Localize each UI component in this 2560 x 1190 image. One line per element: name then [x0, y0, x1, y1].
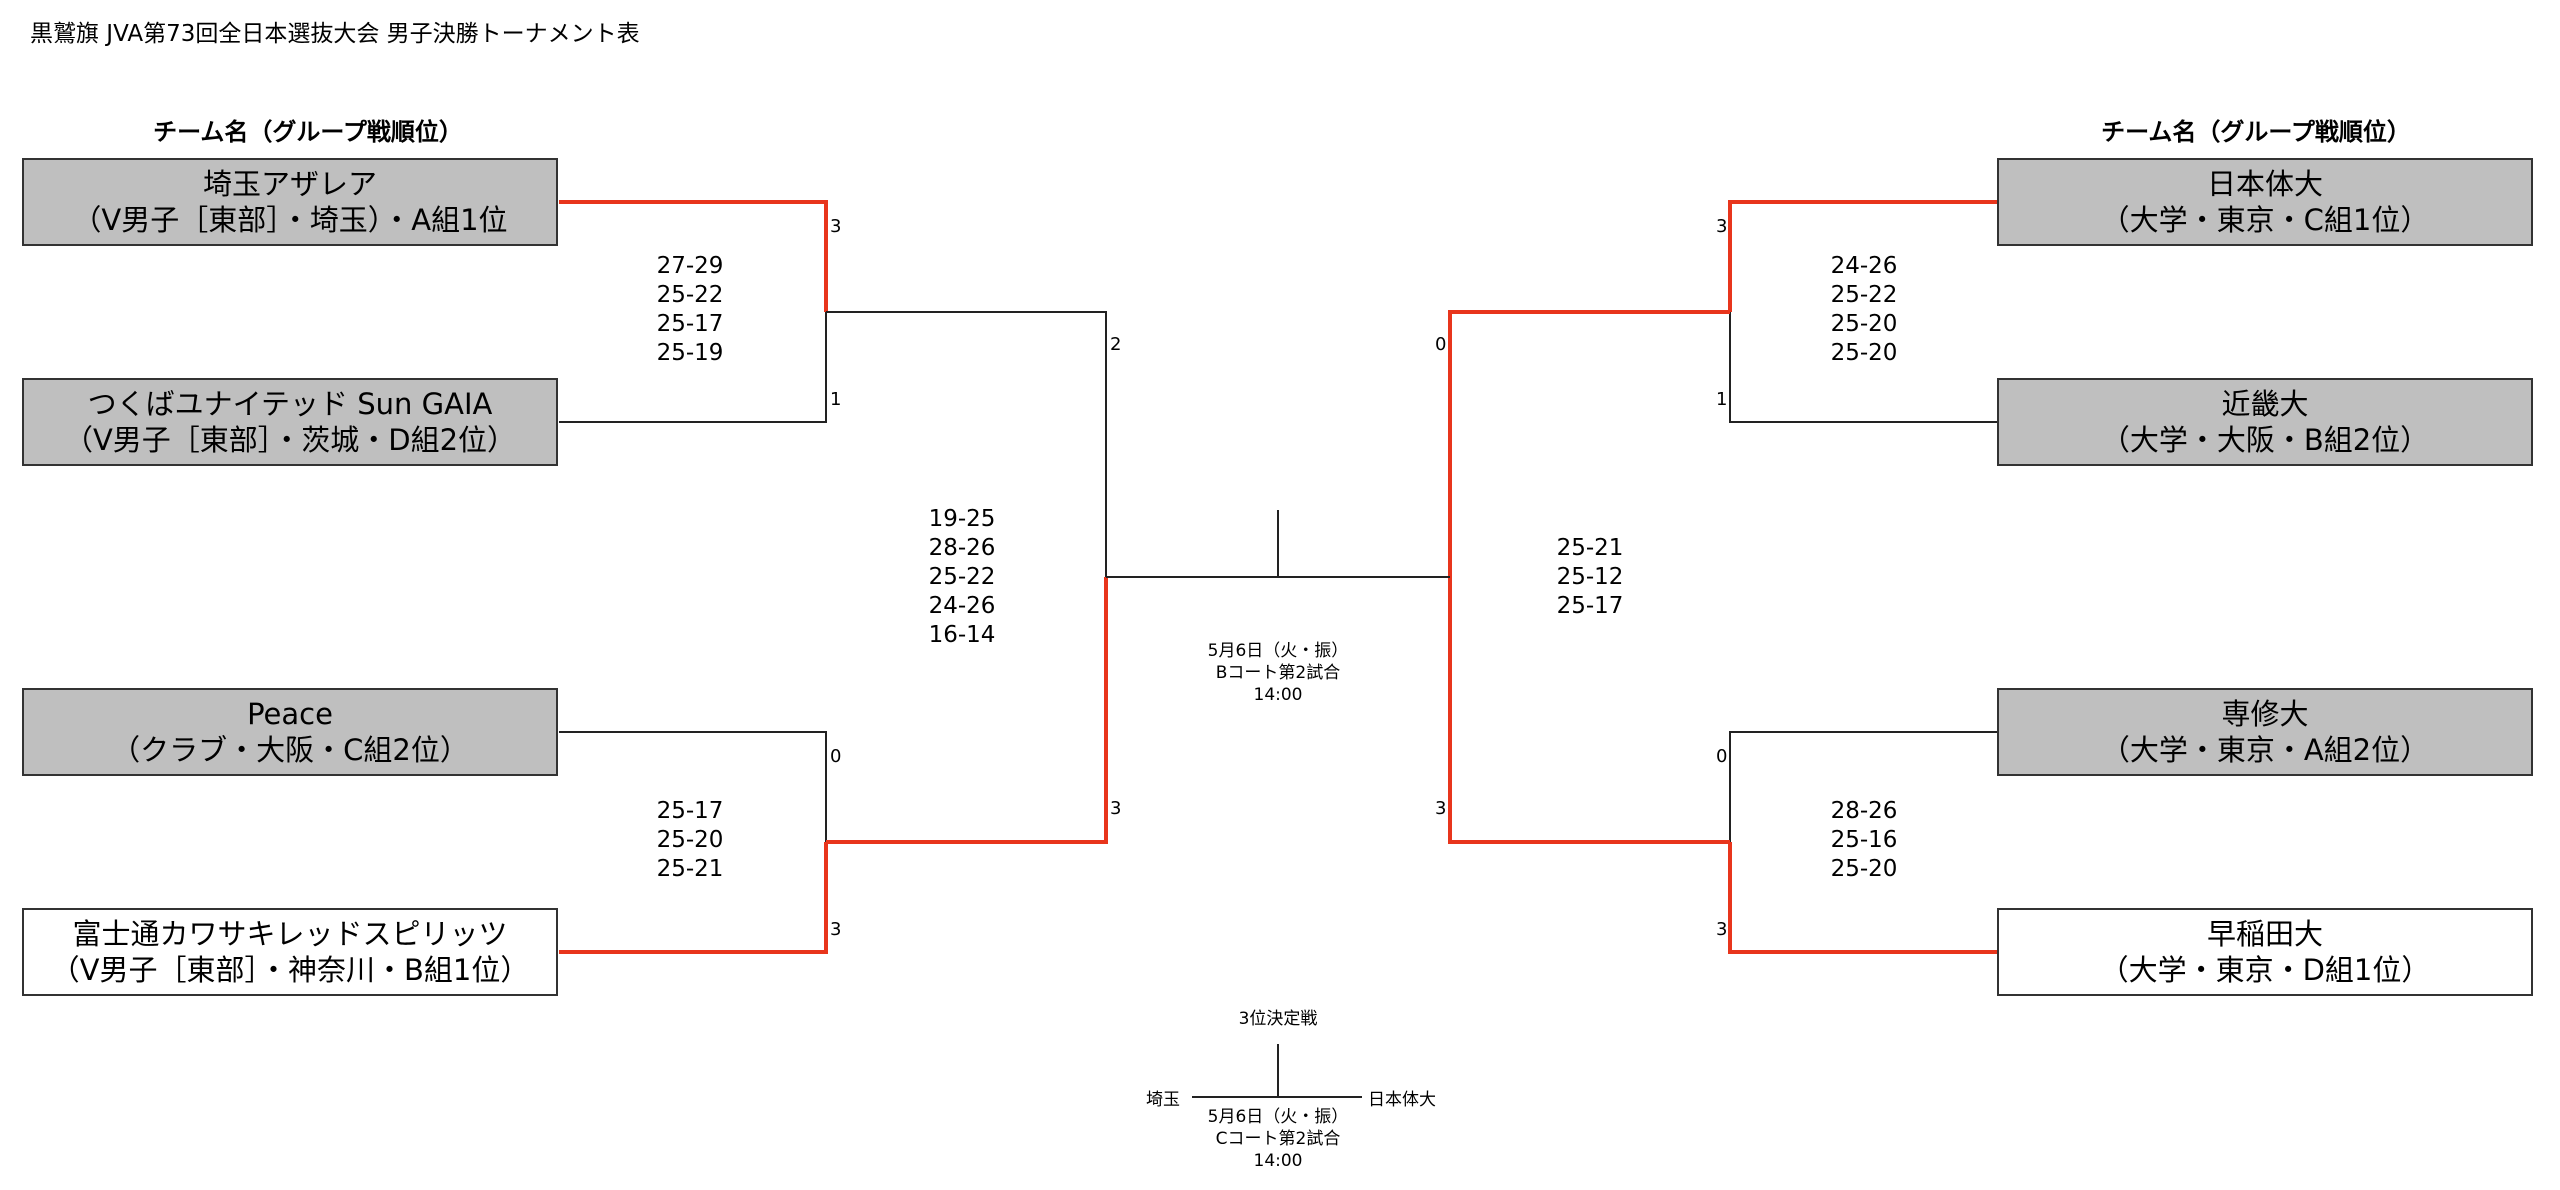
left-column-header: チーム名（グループ戦順位） — [153, 118, 463, 146]
line-r3 — [1729, 731, 1997, 842]
score-r4: 3 — [1716, 919, 1727, 940]
team-box-r1: 日本体大 （大学・東京・C組1位） — [1997, 158, 2533, 246]
team-name: 専修大 — [2221, 697, 2309, 731]
sets-sf-left: 19-25 28-26 25-22 24-26 16-14 — [902, 505, 1022, 650]
third-place-match-info: 5月6日（火・振） Cコート第2試合 14:00 — [1168, 1106, 1388, 1172]
set-score: 27-29 — [656, 253, 724, 279]
team-box-l4: 富士通カワサキレッドスピリッツ （V男子［東部］・神奈川・B組1位） — [22, 908, 558, 996]
team-box-r3: 専修大 （大学・東京・A組2位） — [1997, 688, 2533, 776]
set-score: 25-22 — [1830, 282, 1898, 308]
team-detail: （V男子［東部］・神奈川・B組1位） — [50, 953, 530, 987]
right-column-header: チーム名（グループ戦順位） — [2101, 118, 2411, 146]
set-score: 25-20 — [656, 827, 724, 853]
line-r2 — [1729, 312, 1997, 423]
match-time: 14:00 — [1253, 1151, 1303, 1171]
score-l2: 1 — [830, 389, 841, 410]
set-score: 28-26 — [1830, 798, 1898, 824]
team-name: 富士通カワサキレッドスピリッツ — [72, 917, 508, 951]
team-box-l2: つくばユナイテッド Sun GAIA （V男子［東部］・茨城・D組2位） — [22, 378, 558, 466]
match-time: 14:00 — [1253, 685, 1303, 705]
score-semi-r-bottom: 3 — [1435, 798, 1446, 819]
score-l4: 3 — [830, 919, 841, 940]
match-date: 5月6日（火・振） — [1207, 1107, 1349, 1127]
set-score: 25-22 — [928, 564, 996, 590]
line-semi-r-bottom — [1448, 577, 1730, 844]
score-l1: 3 — [830, 216, 841, 237]
line-l4-win — [559, 842, 828, 954]
team-box-r2: 近畿大 （大学・大阪・B組2位） — [1997, 378, 2533, 466]
match-court: Bコート第2試合 — [1215, 663, 1341, 683]
score-semi-r-top: 0 — [1435, 334, 1446, 355]
sets-qf-left-top: 27-29 25-22 25-17 25-19 — [630, 252, 750, 368]
team-detail: （大学・東京・A組2位） — [2100, 733, 2430, 767]
set-score: 19-25 — [928, 506, 996, 532]
sets-qf-right-bottom: 28-26 25-16 25-20 — [1804, 797, 1924, 884]
team-detail: （V男子［東部］・埼玉）・A組1位 — [72, 203, 508, 237]
score-semi-l-top: 2 — [1110, 334, 1121, 355]
team-detail: （大学・東京・C組1位） — [2100, 203, 2430, 237]
team-detail: （V男子［東部］・茨城・D組2位） — [63, 423, 517, 457]
set-score: 24-26 — [1830, 253, 1898, 279]
team-box-l3: Peace （クラブ・大阪・C組2位） — [22, 688, 558, 776]
set-score: 25-20 — [1830, 311, 1898, 337]
set-score: 16-14 — [928, 622, 996, 648]
team-detail: （クラブ・大阪・C組2位） — [111, 733, 469, 767]
set-score: 25-20 — [1830, 856, 1898, 882]
third-place-team-left: 埼玉 — [1146, 1090, 1180, 1110]
set-score: 25-17 — [656, 311, 724, 337]
score-semi-l-bottom: 3 — [1110, 798, 1121, 819]
line-semi-r-top-win — [1448, 310, 1730, 577]
line-l3 — [559, 731, 827, 842]
set-score: 28-26 — [928, 535, 996, 561]
sets-sf-right: 25-21 25-12 25-17 — [1530, 534, 1650, 621]
sets-qf-left-bottom: 25-17 25-20 25-21 — [630, 797, 750, 884]
team-detail: （大学・東京・D組1位） — [2099, 953, 2431, 987]
sets-qf-right-top: 24-26 25-22 25-20 25-20 — [1804, 252, 1924, 368]
set-score: 25-21 — [656, 856, 724, 882]
set-score: 24-26 — [928, 593, 996, 619]
set-score: 25-17 — [1556, 593, 1624, 619]
final-match-info: 5月6日（火・振） Bコート第2試合 14:00 — [1168, 640, 1388, 706]
team-name: Peace — [247, 697, 333, 731]
line-r4-win — [1728, 842, 1997, 954]
team-name: 埼玉アザレア — [202, 167, 377, 201]
score-r2: 1 — [1716, 389, 1727, 410]
match-date: 5月6日（火・振） — [1207, 641, 1349, 661]
third-place-title: 3位決定戦 — [1238, 1009, 1318, 1029]
team-name: 日本体大 — [2206, 167, 2323, 201]
set-score: 25-12 — [1556, 564, 1624, 590]
line-semi-l-top — [826, 311, 1107, 577]
team-box-r4: 早稲田大 （大学・東京・D組1位） — [1997, 908, 2533, 996]
line-l1-win — [559, 200, 828, 312]
team-box-l1: 埼玉アザレア （V男子［東部］・埼玉）・A組1位 — [22, 158, 558, 246]
score-r1: 3 — [1716, 216, 1727, 237]
line-l2 — [559, 312, 827, 423]
line-r1-win — [1728, 200, 1997, 312]
set-score: 25-20 — [1830, 340, 1898, 366]
line-semi-l-bottom-win — [826, 577, 1108, 844]
team-name: 近畿大 — [2221, 387, 2309, 421]
match-court: Cコート第2試合 — [1215, 1129, 1341, 1149]
team-name: 早稲田大 — [2206, 917, 2323, 951]
set-score: 25-19 — [656, 340, 724, 366]
page-title: 黒鷲旗 JVA第73回全日本選抜大会 男子決勝トーナメント表 — [30, 21, 640, 47]
set-score: 25-22 — [656, 282, 724, 308]
third-place-team-right: 日本体大 — [1368, 1090, 1436, 1110]
set-score: 25-16 — [1830, 827, 1898, 853]
score-r3: 0 — [1716, 746, 1727, 767]
team-detail: （大学・大阪・B組2位） — [2100, 423, 2430, 457]
set-score: 25-17 — [656, 798, 724, 824]
team-name: つくばユナイテッド Sun GAIA — [87, 387, 493, 421]
set-score: 25-21 — [1556, 535, 1624, 561]
score-l3: 0 — [830, 746, 841, 767]
